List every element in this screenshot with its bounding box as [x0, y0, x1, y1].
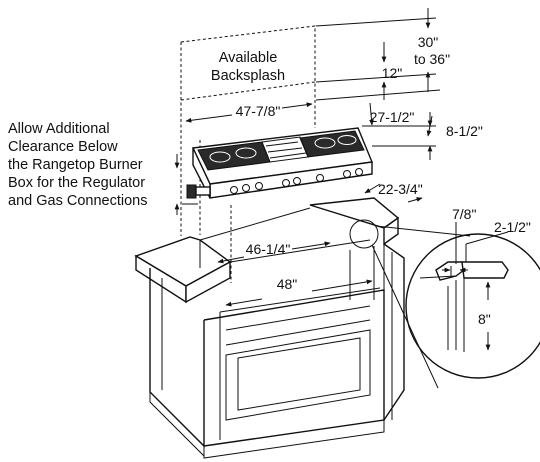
gas-regulator — [182, 184, 211, 205]
cutout-width-top-dimension — [185, 102, 313, 123]
cabinet-opening-arrow-left — [217, 256, 245, 264]
backsplash-label-line2: Backsplash — [211, 68, 285, 84]
svg-text:and Gas Connections: and Gas Connections — [8, 193, 147, 209]
cabinet-width-arrow-right — [311, 279, 373, 292]
cabinet-width-label: 48" — [277, 276, 298, 292]
island-cabinet — [134, 197, 405, 459]
rangetop — [191, 127, 373, 199]
cutout-depth-arrow-back — [364, 183, 381, 194]
cabinet-width-arrow-left — [225, 298, 263, 307]
svg-text:Allow Additional: Allow Additional — [8, 121, 110, 137]
burner-box-height-dimension — [362, 112, 436, 160]
cutout-depth-arrow-front — [407, 197, 423, 203]
svg-text:Clearance Below: Clearance Below — [8, 139, 118, 155]
svg-text:the Rangetop Burner: the Rangetop Burner — [8, 157, 143, 173]
backsplash-height-label-line2: to 36" — [414, 51, 450, 67]
cutout-depth-label: 22-3/4" — [378, 181, 423, 197]
svg-text:Box for the Regulator: Box for the Regulator — [8, 175, 145, 191]
burner-box-height-label: 8-1/2" — [446, 123, 483, 139]
backsplash-gap-dimension — [315, 42, 441, 101]
backsplash-height-label-line1: 30" — [418, 34, 439, 50]
available-backsplash-outline — [180, 25, 316, 283]
backsplash-gap-label: 12" — [382, 65, 403, 81]
backsplash-height-dimension — [315, 8, 437, 92]
cabinet-opening-width-label: 46-1/4" — [246, 241, 291, 257]
counter-overhang-leader — [465, 231, 509, 245]
cutout-width-top-label: 47-7/8" — [236, 103, 281, 119]
backsplash-label-line1: Available — [219, 50, 278, 66]
counter-thickness-label: 8" — [478, 311, 491, 327]
clearance-note: Allow Additional Clearance Below the Ran… — [8, 121, 147, 209]
cabinet-opening-arrow-right — [291, 241, 331, 250]
counter-lip-label: 7/8" — [452, 206, 476, 222]
rangetop-depth-label: 27-1/2" — [370, 109, 415, 125]
counter-overhang-label: 2-1/2" — [494, 219, 531, 235]
countertop-detail-callout — [349, 219, 540, 389]
